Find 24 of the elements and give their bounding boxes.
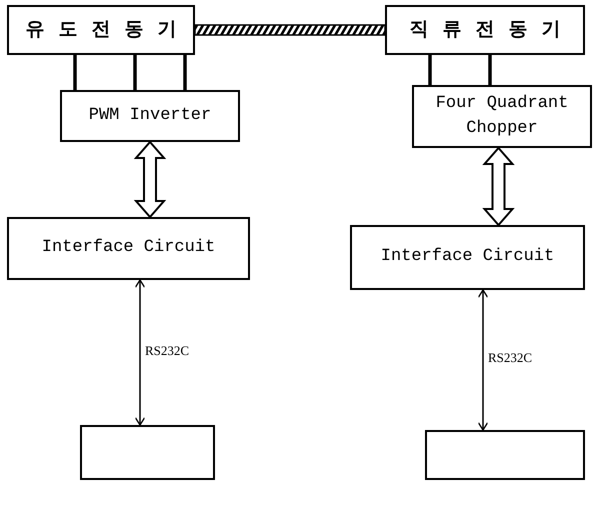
arrow	[134, 279, 146, 426]
computer-box	[80, 425, 215, 480]
block-label: Interface Circuit	[42, 237, 216, 260]
connector-line	[133, 55, 137, 90]
connector-line	[428, 55, 432, 85]
block-box	[7, 217, 250, 280]
block-box	[60, 90, 240, 142]
block-label: PWM Inverter	[88, 104, 212, 127]
connector-line	[73, 55, 77, 90]
block-label: 직류전동기	[410, 17, 574, 42]
block-box	[412, 85, 592, 148]
double-arrow	[134, 140, 166, 219]
computer-box	[425, 430, 585, 480]
block-label: 유도전동기	[26, 17, 190, 42]
block-box	[385, 5, 585, 55]
block-box	[7, 5, 195, 55]
block-label: Four Quadrant Chopper	[434, 92, 570, 140]
shaft	[194, 24, 386, 36]
arrow	[478, 289, 488, 431]
block-label: Interface Circuit	[380, 246, 554, 268]
connector-line	[183, 55, 187, 90]
block-box	[350, 225, 585, 290]
connector-line	[488, 55, 492, 85]
double-arrow	[482, 146, 515, 227]
